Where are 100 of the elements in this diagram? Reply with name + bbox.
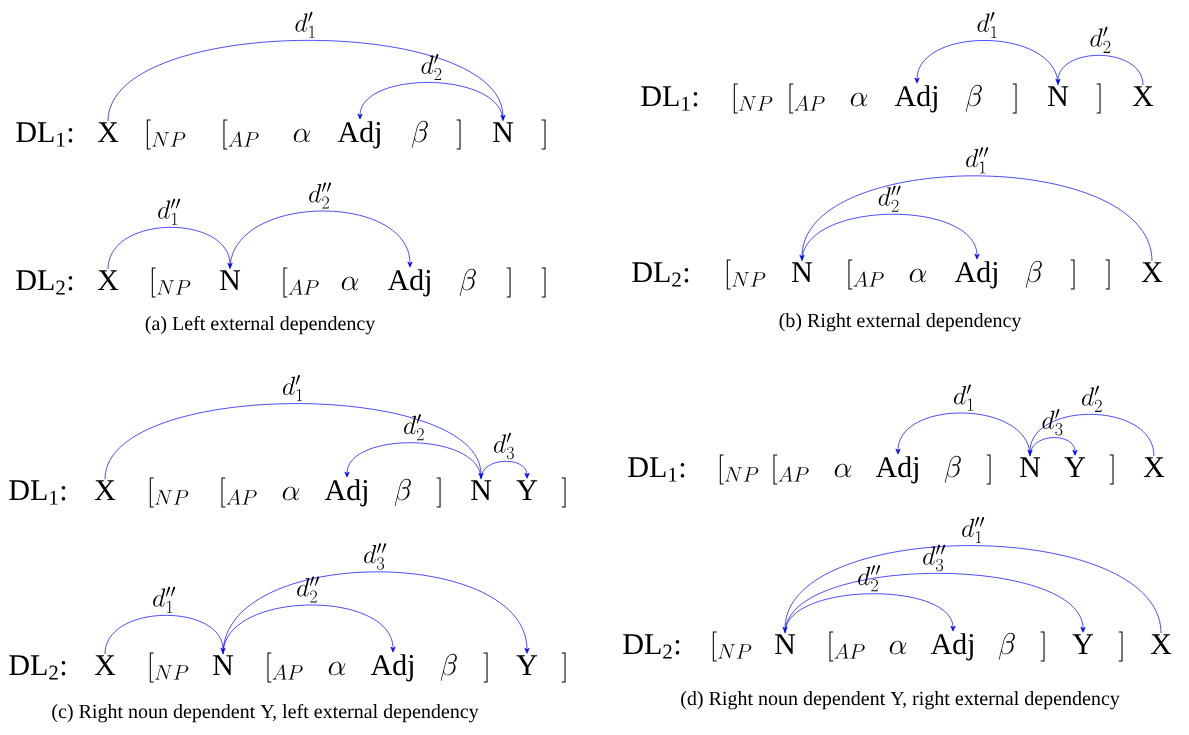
symbol: $\beta$ <box>1025 260 1042 288</box>
dependency-arc <box>229 210 413 270</box>
dependency-arc <box>104 403 484 480</box>
word: Adj <box>954 261 997 289</box>
symbol: $\alpha$ <box>293 128 311 143</box>
word: Y <box>516 480 538 500</box>
row-label: DL$_{1}$: <box>9 480 66 505</box>
word: X <box>1150 634 1172 654</box>
caption: (b) Right external dependency <box>779 313 1022 332</box>
arc-label: $d''_3$ <box>364 543 387 570</box>
dependency-arc <box>1027 414 1155 457</box>
dependency-arc <box>480 461 530 480</box>
arc-label: $d''_1$ <box>966 147 989 174</box>
symbol: $]$ <box>436 477 441 508</box>
dependency-arc <box>782 545 1162 634</box>
symbol: $[_{NP}$ <box>146 119 186 150</box>
symbol: $[_{NP}$ <box>151 267 191 298</box>
symbol: $]$ <box>1040 631 1045 662</box>
arc-label: $d''_1$ <box>962 517 985 544</box>
dependency-arc <box>895 412 1031 457</box>
dependency-arc <box>784 593 956 634</box>
symbol: $\alpha$ <box>341 276 359 291</box>
dependency-arc <box>222 604 396 655</box>
word: X <box>94 480 116 500</box>
word: N <box>792 262 813 282</box>
row-label: DL$_{2}$: <box>623 634 680 659</box>
arc-label: $d'_1$ <box>977 12 997 39</box>
symbol: $]$ <box>1070 259 1075 290</box>
word: Adj <box>370 654 413 682</box>
symbol: $]$ <box>1105 259 1110 290</box>
symbol: $]$ <box>561 652 566 683</box>
row-label: DL$_{2}$: <box>9 655 66 680</box>
word: Y <box>1072 634 1094 654</box>
symbol: $\beta$ <box>394 478 411 506</box>
word: Adj <box>875 456 918 484</box>
arc-label: $d''_2$ <box>878 185 901 212</box>
dependency-arc <box>107 40 506 122</box>
word: N <box>493 122 514 142</box>
symbol: $]$ <box>986 454 991 485</box>
symbol: $]$ <box>506 267 511 298</box>
row-label: DL$_{2}$: <box>16 270 73 295</box>
symbol: $]$ <box>483 652 488 683</box>
word: N <box>1048 86 1069 106</box>
word: N <box>1020 457 1041 477</box>
arc-label: $d'_2$ <box>404 414 424 441</box>
word: X <box>1141 262 1163 282</box>
symbol: $\alpha$ <box>328 661 346 676</box>
word: Adj <box>387 269 430 297</box>
word: Adj <box>930 633 973 661</box>
arc-label: $d''_1$ <box>158 198 181 225</box>
arc-label: $d''_2$ <box>858 565 881 592</box>
arc-label: $d'_3$ <box>494 432 514 460</box>
arc-label: $d''_3$ <box>923 544 946 572</box>
symbol: $]$ <box>456 119 461 150</box>
dependency-arc <box>799 175 1153 262</box>
symbol: $[_{NP}$ <box>149 477 189 508</box>
dependency-arc <box>357 82 504 122</box>
dependency-arc <box>107 227 233 270</box>
symbol: $]$ <box>541 267 546 298</box>
symbol: $]$ <box>1118 631 1123 662</box>
word: Y <box>1064 457 1086 477</box>
symbol: $]$ <box>541 119 546 150</box>
word: Adj <box>337 121 380 149</box>
word: X <box>97 122 119 142</box>
row-label: DL$_{1}$: <box>641 86 698 111</box>
symbol: $\alpha$ <box>909 268 927 283</box>
symbol: $\alpha$ <box>889 640 907 655</box>
arc-label: $d''_2$ <box>309 182 332 209</box>
symbol: $[_{NP}$ <box>733 83 773 114</box>
arc-label: $d''_2$ <box>297 576 320 603</box>
symbol: $\alpha$ <box>850 92 868 107</box>
symbol: $[_{NP}$ <box>719 454 759 485</box>
word: Adj <box>894 85 937 113</box>
arc-label: $d'_2$ <box>1082 385 1102 412</box>
symbol: $[_{AP}$ <box>829 631 865 662</box>
arc-label: $d'_1$ <box>295 11 315 38</box>
word: N <box>775 634 796 654</box>
symbol: $\beta$ <box>998 632 1015 660</box>
symbol: $[_{NP}$ <box>726 259 766 290</box>
row-label: DL$_{1}$: <box>628 457 685 482</box>
symbol: $[_{AP}$ <box>789 83 825 114</box>
word: Y <box>516 655 538 675</box>
symbol: $\beta$ <box>965 84 982 112</box>
dependency-arc <box>1029 437 1078 457</box>
symbol: $\alpha$ <box>834 463 852 478</box>
word: X <box>97 270 119 290</box>
symbol: $]$ <box>1109 454 1114 485</box>
symbol: $[_{NP}$ <box>712 631 752 662</box>
word: N <box>220 270 241 290</box>
dependency-arc <box>104 615 226 655</box>
symbol: $\beta$ <box>411 120 428 148</box>
symbol: $[_{NP}$ <box>149 652 189 683</box>
word: N <box>471 480 492 500</box>
caption: (d) Right noun dependent Y, right external dependency <box>681 691 1120 710</box>
symbol: $[_{AP}$ <box>848 259 884 290</box>
word: Adj <box>324 479 367 507</box>
dependency-arc <box>801 213 980 262</box>
arc-label: $d'_1$ <box>954 384 974 411</box>
symbol: $[_{AP}$ <box>223 119 259 150</box>
dependency-arc <box>784 573 1086 634</box>
